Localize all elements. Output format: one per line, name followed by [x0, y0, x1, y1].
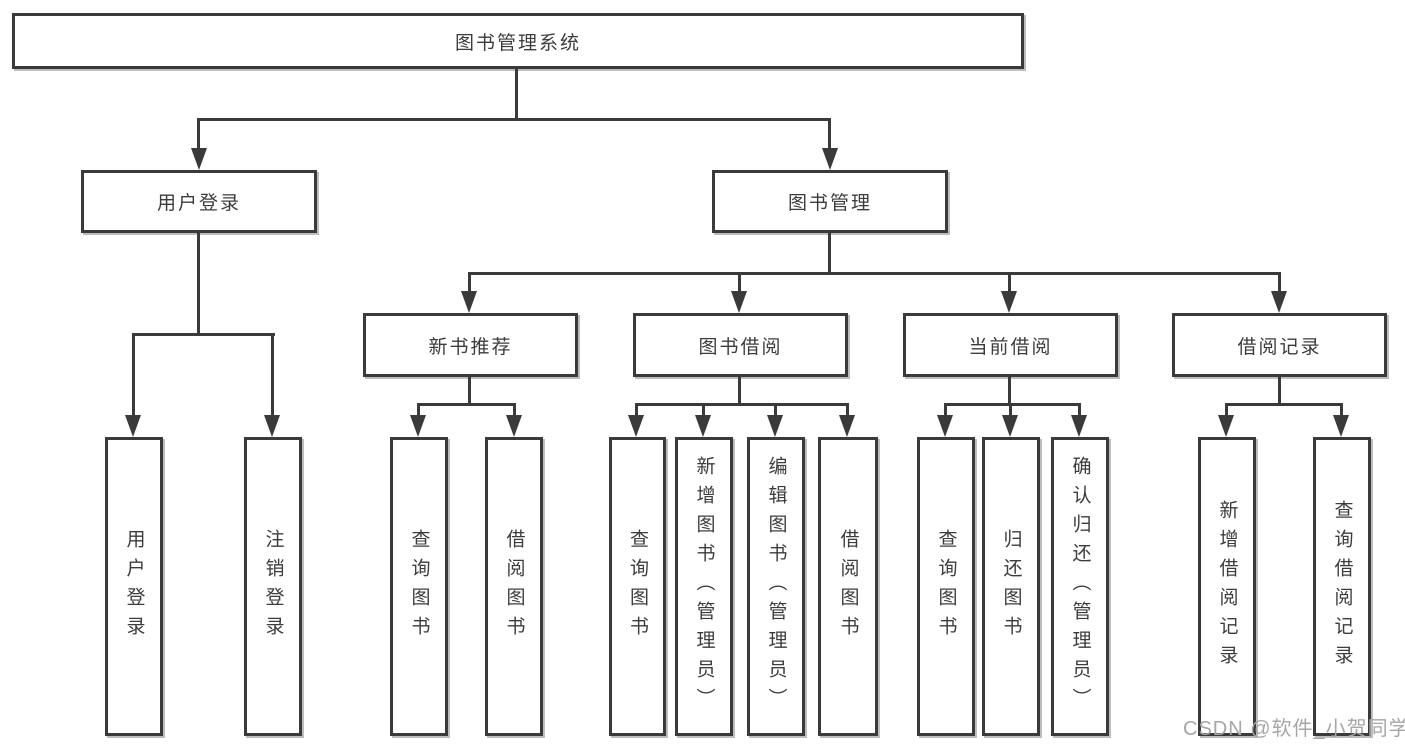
connector-line	[468, 272, 1281, 275]
arrow-down-icon	[410, 415, 426, 437]
csdn-watermark: CSDN @软件_小贺同学	[1183, 718, 1405, 740]
arrow-down-icon	[1333, 415, 1349, 437]
arrow-down-icon	[1071, 415, 1087, 437]
arrow-down-icon	[191, 148, 207, 170]
connector-line	[468, 272, 471, 292]
connector-line	[846, 403, 849, 416]
leaf-user-login: 用户登录	[105, 437, 163, 736]
arrow-down-icon	[628, 415, 644, 437]
connector-line	[1225, 403, 1228, 416]
leaf-edit-books-admin: 编辑图书（管理员）	[747, 437, 805, 736]
leaf-logout: 注销登录	[244, 437, 302, 736]
connector-line	[271, 333, 274, 416]
arrow-down-icon	[1002, 415, 1018, 437]
connector-line	[1278, 272, 1281, 292]
leaf-label: 用户登录	[123, 528, 145, 645]
leaf-label: 查询图书	[935, 528, 957, 645]
connector-line	[468, 377, 471, 406]
connector-line	[774, 403, 777, 416]
connector-line	[132, 333, 275, 336]
node-book-management: 图书管理	[712, 170, 948, 233]
node-label: 借阅记录	[1237, 336, 1322, 358]
arrow-down-icon	[731, 291, 747, 313]
leaf-label: 借阅图书	[837, 528, 859, 645]
connector-line	[635, 403, 849, 406]
leaf-label: 查询借阅记录	[1331, 499, 1353, 674]
connector-line	[513, 403, 516, 416]
connector-line	[1008, 377, 1011, 406]
connector-line	[1340, 403, 1343, 416]
arrow-down-icon	[1001, 291, 1017, 313]
arrow-down-icon	[822, 148, 838, 170]
node-label: 图书借阅	[698, 336, 783, 358]
connector-line	[197, 118, 831, 121]
arrow-down-icon	[1271, 291, 1287, 313]
leaf-confirm-return-admin: 确认归还（管理员）	[1051, 437, 1109, 736]
leaf-label: 借阅图书	[503, 528, 525, 645]
connector-line	[944, 403, 1081, 406]
connector-line	[197, 233, 200, 336]
node-label: 用户登录	[156, 193, 241, 214]
connector-line	[635, 403, 638, 416]
node-borrowing-records: 借阅记录	[1172, 313, 1387, 377]
node-label: 新书推荐	[428, 336, 513, 358]
leaf-label: 确认归还（管理员）	[1069, 456, 1091, 717]
arrow-down-icon	[695, 415, 711, 437]
leaf-label: 查询图书	[627, 528, 648, 645]
arrow-down-icon	[461, 291, 477, 313]
connector-line	[417, 403, 420, 416]
connector-line	[1009, 403, 1012, 416]
arrow-down-icon	[937, 415, 953, 437]
connector-line	[197, 118, 200, 150]
node-user-login: 用户登录	[81, 170, 317, 233]
arrow-down-icon	[767, 415, 783, 437]
node-book-borrowing: 图书借阅	[633, 313, 848, 377]
leaf-query-books-2: 查询图书	[609, 437, 666, 736]
node-new-book-recommend: 新书推荐	[363, 313, 578, 377]
connector-line	[702, 403, 705, 416]
connector-line	[1278, 377, 1281, 406]
leaf-query-borrow-record: 查询借阅记录	[1313, 437, 1371, 736]
connector-line	[944, 403, 947, 416]
leaf-label: 注销登录	[262, 528, 284, 645]
node-label: 图书管理	[787, 193, 872, 214]
connector-line	[515, 68, 518, 120]
connector-line	[417, 403, 516, 406]
connector-line	[828, 233, 831, 275]
leaf-return-books: 归还图书	[982, 437, 1040, 736]
leaf-borrow-books-1: 借阅图书	[485, 437, 543, 736]
node-library-management-system: 图书管理系统	[12, 13, 1024, 69]
leaf-label: 新增借阅记录	[1216, 499, 1238, 674]
node-label: 当前借阅	[968, 336, 1053, 358]
leaf-add-books-admin: 新增图书（管理员）	[675, 437, 733, 736]
connector-line	[738, 377, 741, 406]
arrow-down-icon	[839, 415, 855, 437]
leaf-label: 编辑图书（管理员）	[765, 456, 787, 717]
leaf-label: 新增图书（管理员）	[693, 456, 715, 717]
connector-line	[828, 118, 831, 150]
arrow-down-icon	[506, 415, 522, 437]
node-current-borrowing: 当前借阅	[903, 313, 1118, 377]
connector-line	[1078, 403, 1081, 416]
node-label: 图书管理系统	[454, 32, 581, 54]
arrow-down-icon	[264, 415, 280, 437]
connector-line	[1008, 272, 1011, 292]
leaf-query-books-3: 查询图书	[917, 437, 975, 736]
connector-line	[738, 272, 741, 292]
leaf-add-borrow-record: 新增借阅记录	[1198, 437, 1256, 736]
leaf-query-books-1: 查询图书	[390, 437, 448, 736]
arrow-down-icon	[125, 415, 141, 437]
connector-line	[1225, 403, 1343, 406]
leaf-label: 查询图书	[408, 528, 430, 645]
leaf-borrow-books-2: 借阅图书	[818, 437, 878, 736]
arrow-down-icon	[1218, 415, 1234, 437]
connector-line	[132, 333, 135, 416]
leaf-label: 归还图书	[1000, 528, 1022, 645]
